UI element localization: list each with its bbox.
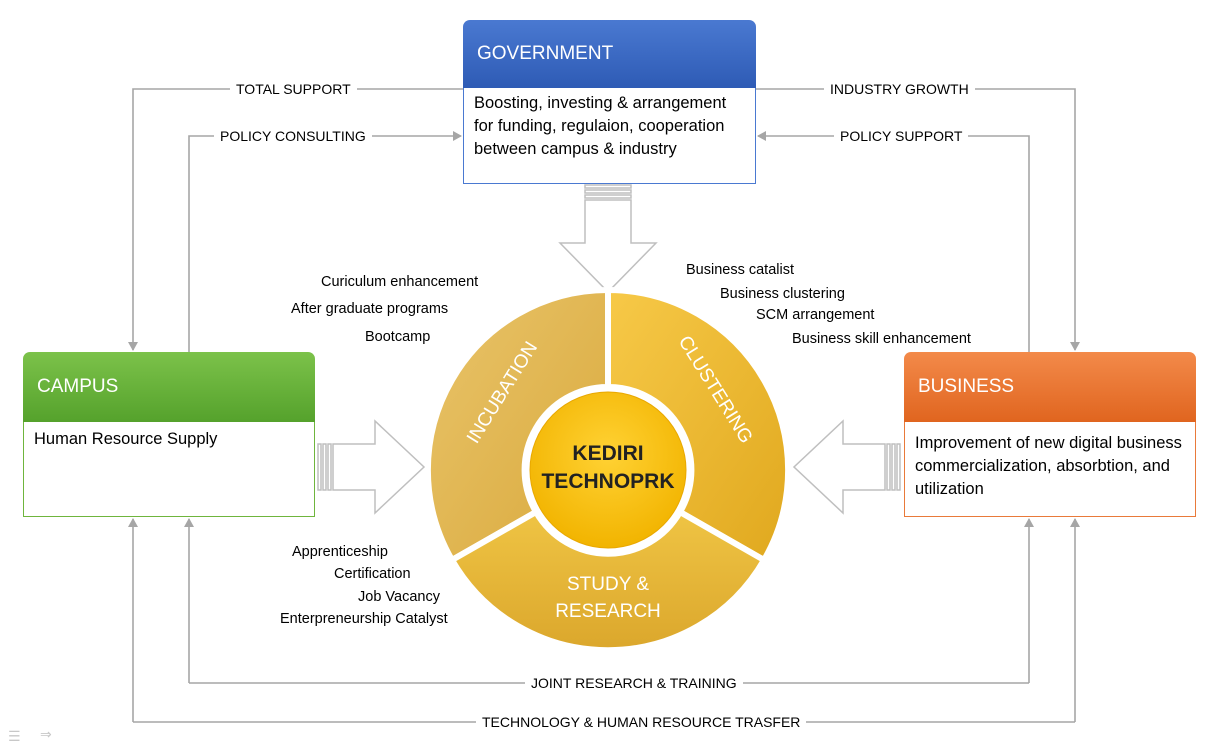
incubation-activity: After graduate programs — [291, 301, 449, 317]
flow-policy-consulting: POLICY CONSULTING — [214, 127, 372, 145]
incubation-activity: Bootcamp — [365, 329, 431, 345]
segment-clustering — [605, 286, 792, 565]
policy-consulting-line — [188, 131, 462, 352]
center-circle — [529, 391, 687, 549]
flow-joint-research: JOINT RESEARCH & TRAINING — [525, 674, 743, 692]
government-box: GOVERNMENT Boosting, investing & arrange… — [463, 20, 756, 184]
campus-description: Human Resource Supply — [23, 422, 315, 517]
segment-incubation — [424, 286, 611, 565]
flow-policy-support: POLICY SUPPORT — [834, 127, 969, 145]
flow-total-support: TOTAL SUPPORT — [230, 80, 357, 98]
clustering-activity: Business skill enhancement — [792, 331, 971, 347]
study-label-line2: RESEARCH — [555, 601, 661, 622]
campus-box: CAMPUS Human Resource Supply — [23, 352, 315, 517]
menu-icon: ☰ — [8, 728, 21, 744]
flow-industry-growth: INDUSTRY GROWTH — [824, 80, 975, 98]
study-label-line1: STUDY & — [566, 574, 649, 595]
business-description: Improvement of new digital business comm… — [904, 422, 1196, 517]
next-arrow-icon: ⇒ — [40, 726, 52, 742]
gov-down-arrow — [558, 199, 658, 294]
hollow-arrows — [317, 184, 901, 515]
business-left-arrow — [792, 419, 886, 515]
business-title: BUSINESS — [904, 352, 1196, 422]
business-box: BUSINESS Improvement of new digital busi… — [904, 352, 1196, 517]
government-description: Boosting, investing & arrangement for fu… — [463, 88, 756, 184]
study-activity: Apprenticeship — [292, 544, 388, 560]
segment-study-research — [447, 507, 769, 654]
clustering-activity: Business catalist — [686, 262, 794, 278]
clustering-activity: SCM arrangement — [756, 307, 875, 323]
incubation-activity: Curiculum enhancement — [321, 274, 479, 290]
clustering-activity: Business clustering — [720, 286, 845, 302]
technopark-wheel — [424, 286, 792, 654]
flow-tech-transfer: TECHNOLOGY & HUMAN RESOURCE TRASFER — [476, 713, 807, 731]
study-activity: Job Vacancy — [358, 589, 440, 605]
study-activity: Enterpreneurship Catalyst — [280, 611, 448, 627]
campus-title: CAMPUS — [23, 352, 315, 422]
center-title-line1: KEDIRI — [572, 442, 644, 465]
center-title-line2: TECHNOPRK — [541, 470, 675, 493]
campus-right-arrow — [332, 419, 426, 515]
study-activity: Certification — [334, 566, 411, 582]
government-title: GOVERNMENT — [463, 20, 756, 88]
